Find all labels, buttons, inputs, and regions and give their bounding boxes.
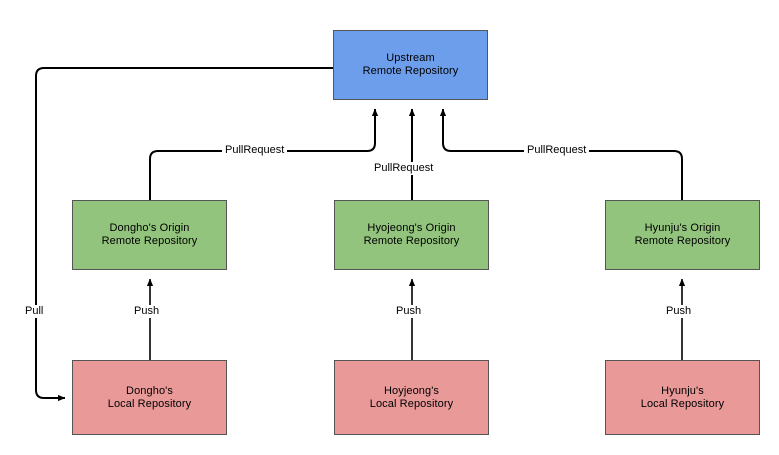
- node-upstream-line2: Remote Repository: [362, 65, 459, 77]
- node-hyojeong-origin-line2: Remote Repository: [363, 235, 460, 247]
- edge-label-push-left: Push: [131, 305, 163, 318]
- node-hyunju-local-line2: Local Repository: [640, 397, 725, 410]
- edge-label-pullrequest-right: PullRequest: [524, 144, 590, 157]
- node-hyunju-local[interactable]: Hyunju's Local Repository: [605, 360, 760, 435]
- node-dongho-local-line1: Dongho's: [126, 384, 173, 397]
- node-dongho-origin-line1: Dongho's Origin: [109, 222, 190, 234]
- node-hyunju-origin[interactable]: Hyunju's Origin Remote Repository: [605, 200, 760, 270]
- node-dongho-origin-line2: Remote Repository: [101, 235, 198, 247]
- node-hyunju-origin-line2: Remote Repository: [634, 235, 731, 247]
- edge-label-push-right: Push: [663, 305, 695, 318]
- edge-label-pull: Pull: [22, 305, 47, 318]
- node-hyojeong-origin-line1: Hyojeong's Origin: [367, 222, 456, 234]
- edge-label-pullrequest-center: PullRequest: [371, 162, 437, 175]
- node-upstream-line1: Upstream: [386, 52, 435, 64]
- edge-pull-path: [35, 67, 333, 402]
- node-upstream[interactable]: Upstream Remote Repository: [333, 30, 488, 100]
- node-hyojeong-origin[interactable]: Hyojeong's Origin Remote Repository: [334, 200, 489, 270]
- node-hyunju-local-line1: Hyunju's: [661, 384, 704, 397]
- edge-label-pullrequest-left: PullRequest: [222, 144, 288, 157]
- node-dongho-origin[interactable]: Dongho's Origin Remote Repository: [72, 200, 227, 270]
- node-dongho-local-line2: Local Repository: [107, 397, 192, 410]
- node-dongho-local[interactable]: Dongho's Local Repository: [72, 360, 227, 435]
- node-hoyjeong-local-line2: Local Repository: [369, 397, 454, 410]
- node-hoyjeong-local-line1: Hoyjeong's: [383, 384, 440, 397]
- edge-label-push-center: Push: [393, 305, 425, 318]
- node-hyunju-origin-line1: Hyunju's Origin: [644, 222, 721, 234]
- node-hoyjeong-local[interactable]: Hoyjeong's Local Repository: [334, 360, 489, 435]
